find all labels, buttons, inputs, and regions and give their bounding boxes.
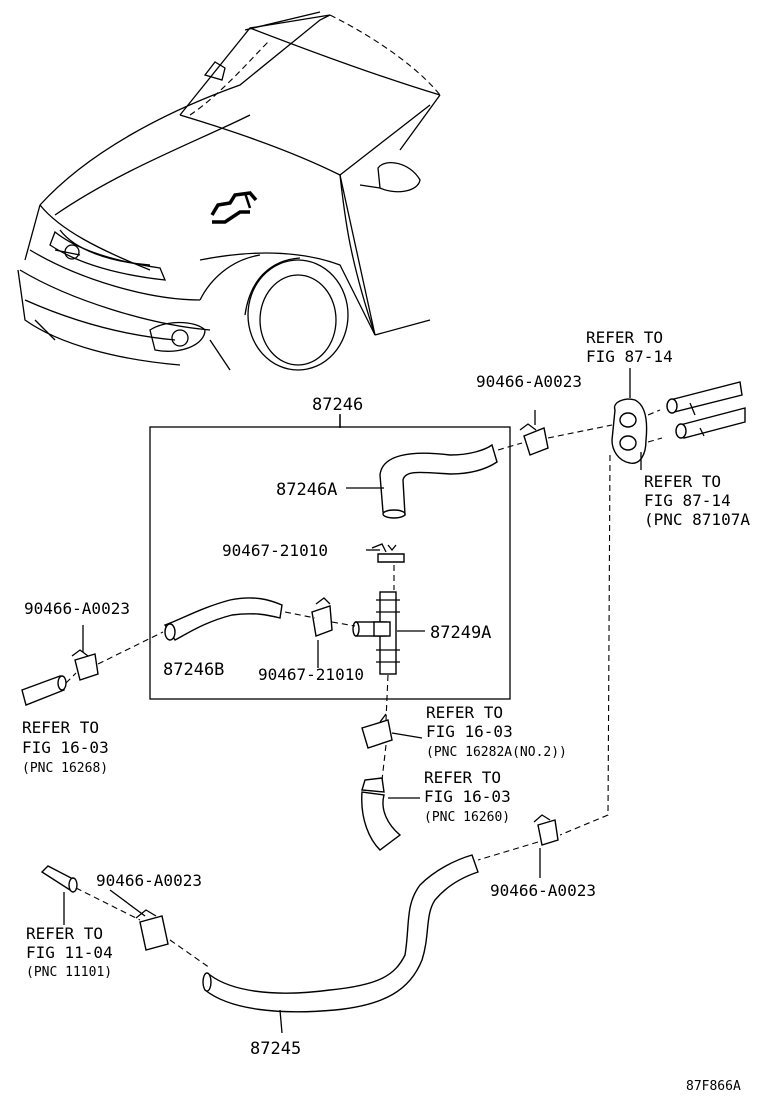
ref-fig-16-03-left: REFER TO FIG 16-03 (PNC 16268) [22,718,109,776]
svg-text:FIG 16-03: FIG 16-03 [22,738,109,757]
svg-text:FIG 87-14: FIG 87-14 [586,347,673,366]
ref-fig-11-04: REFER TO FIG 11-04 (PNC 11101) [26,924,113,980]
pipes-upper-right [666,381,746,439]
leader-lines [63,368,642,1034]
car-illustration [17,11,441,371]
label-87246: 87246 [312,395,363,415]
svg-text:(PNC 11101): (PNC 11101) [26,965,112,980]
ref-fig-87-14-a: REFER TO FIG 87-14 [586,328,673,366]
svg-text:(PNC 16260): (PNC 16260) [424,810,510,825]
svg-text:REFER TO: REFER TO [22,718,99,737]
svg-text:FIG 87-14: FIG 87-14 [644,491,731,510]
svg-text:REFER TO: REFER TO [26,924,103,943]
svg-text:FIG 16-03: FIG 16-03 [424,787,511,806]
svg-text:(PNC 16282A(NO.2)): (PNC 16282A(NO.2)) [426,745,567,760]
ref-fig-16-03-a: REFER TO FIG 16-03 (PNC 16282A(NO.2)) [426,703,567,760]
hose-87246a [379,443,498,519]
svg-text:REFER TO: REFER TO [586,328,663,347]
hose-87245 [202,854,479,1013]
label-87249a: 87249A [430,623,491,643]
label-90466-a0023-left: 90466-A0023 [24,599,130,618]
hose-fig-16-03-b [361,777,402,851]
svg-text:FIG 16-03: FIG 16-03 [426,722,513,741]
label-90466-a0023-bottom: 90466-A0023 [96,871,202,890]
svg-text:FIG 11-04: FIG 11-04 [26,943,113,962]
joint-87249a [352,591,400,675]
pipe-fig-11-04 [40,865,78,893]
label-87245: 87245 [250,1039,301,1059]
ref-fig-16-03-b: REFER TO FIG 16-03 (PNC 16260) [424,768,511,825]
clamp-fig-16-03-a [361,713,393,749]
label-90467-21010-mid: 90467-21010 [258,665,364,684]
label-90466-a0023-top: 90466-A0023 [476,372,582,391]
svg-text:(PNC 87107A: (PNC 87107A [644,510,750,529]
ref-fig-87-14-b: REFER TO FIG 87-14 (PNC 87107A [644,472,750,529]
assembly-box [149,426,511,700]
grommet-fig-87-14 [611,398,663,464]
clamp-90466-a0023-right [533,814,559,846]
label-90466-a0023-right: 90466-A0023 [490,881,596,900]
label-90467-21010-top: 90467-21010 [222,541,328,560]
svg-text:REFER TO: REFER TO [644,472,721,491]
label-87246a: 87246A [276,480,337,500]
clamp-90466-a0023-bottom [135,909,169,951]
svg-text:(PNC 16268): (PNC 16268) [22,761,108,776]
diagram-id: 87F866A [686,1079,741,1094]
clamp-90467-21010-mid [311,597,333,637]
clamp-90466-a0023-top [519,423,549,456]
clamp-90467-21010-top [371,543,405,563]
svg-text:REFER TO: REFER TO [424,768,501,787]
label-87246b: 87246B [163,660,224,680]
svg-text:REFER TO: REFER TO [426,703,503,722]
hose-87246b [163,597,283,641]
pipe-left [21,675,67,706]
clamp-90466-a0023-left [71,649,99,681]
